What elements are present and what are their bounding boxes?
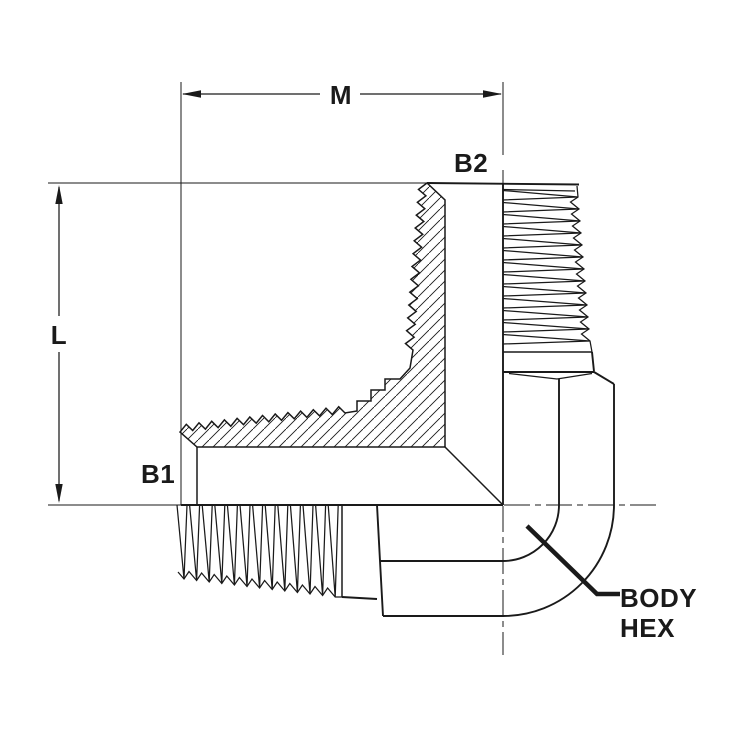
hex-top-chamfer-lens bbox=[508, 372, 593, 380]
m-dimension-label: M bbox=[330, 80, 352, 110]
m-arrowhead-left bbox=[182, 90, 201, 98]
thread-label-b2: B2 bbox=[454, 148, 488, 178]
callouts: B1 B2 BODY HEX bbox=[141, 148, 697, 643]
body-hex-leader-line bbox=[525, 524, 620, 597]
top-thread-crest-edge bbox=[502, 188, 576, 192]
bore-corner-diagonal bbox=[444, 446, 504, 506]
body-hex-label-line1: BODY bbox=[620, 583, 697, 613]
top-shank-right-edge bbox=[591, 351, 595, 372]
left-shank-bottom-edge bbox=[341, 596, 378, 600]
threads bbox=[176, 185, 593, 598]
elbow-inner-arc bbox=[502, 504, 560, 562]
l-arrowhead-top bbox=[55, 185, 63, 204]
elbow-outer-arc bbox=[502, 504, 615, 617]
m-arrowhead-right bbox=[483, 90, 502, 98]
elbow-body bbox=[341, 351, 615, 617]
threads-left-port-flanks bbox=[176, 504, 339, 598]
body-hex-label-line2: HEX bbox=[620, 613, 675, 643]
section-hatch bbox=[178, 182, 446, 448]
threads-top-port-flanks bbox=[502, 189, 591, 345]
l-arrowhead-bottom bbox=[55, 484, 63, 503]
threads-top-port-crest-silhouette bbox=[569, 185, 593, 353]
dimension-l: L bbox=[48, 182, 427, 506]
thread-label-b1: B1 bbox=[141, 459, 175, 489]
dimension-m: M bbox=[180, 80, 504, 505]
threads-left-port-crest-silhouette bbox=[177, 570, 342, 598]
section-wall-hatched bbox=[178, 182, 446, 448]
centerlines bbox=[502, 504, 657, 655]
l-dimension-label: L bbox=[51, 320, 67, 350]
hex-top-right-chamfer bbox=[593, 371, 615, 385]
